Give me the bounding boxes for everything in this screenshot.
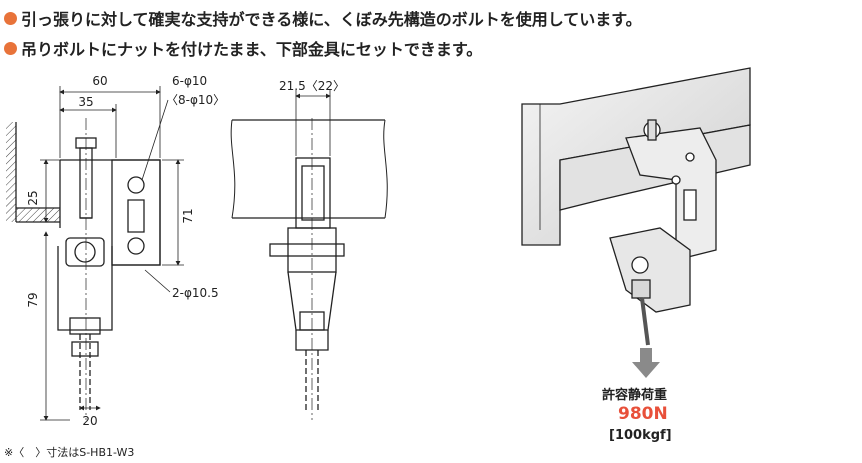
feature-text-1: 引っ張りに対して確実な支持ができる様に、くぼみ先構造のボルトを使用しています。 (21, 10, 642, 29)
bullet-dot-icon (4, 41, 17, 55)
dim-20: 20 (82, 414, 97, 428)
dim-holes-top: 6-φ10 (172, 74, 207, 88)
dimension-note: ※〈 〉寸法はS-HB1-W3 (4, 446, 135, 459)
allowable-load-label: 許容静荷重 (602, 388, 668, 403)
feature-line-2: 吊りボルトにナットを付けたまま、下部金具にセットできます。 (4, 36, 482, 60)
isometric-view (521, 67, 751, 346)
front-dimensions (40, 86, 184, 421)
dim-25: 25 (26, 190, 40, 205)
allowable-load-kgf: [100kgf] (609, 428, 672, 443)
dim-79: 79 (26, 292, 40, 307)
dim-holes-top-alt: 〈8-φ10〉 (166, 93, 225, 107)
dim-21-5: 21.5〈22〉 (279, 79, 345, 93)
front-view (6, 118, 161, 420)
dim-71: 71 (181, 208, 195, 223)
load-arrow-icon (632, 348, 660, 378)
dim-holes-side: 2-φ10.5 (172, 286, 219, 300)
feature-line-1: 引っ張りに対して確実な支持ができる様に、くぼみ先構造のボルトを使用しています。 (4, 6, 642, 30)
allowable-load-value: 980N (618, 404, 668, 424)
side-view (230, 118, 388, 420)
dim-35: 35 (78, 95, 93, 109)
bullet-dot-icon (4, 11, 17, 25)
feature-text-2: 吊りボルトにナットを付けたまま、下部金具にセットできます。 (21, 40, 483, 59)
dim-60: 60 (92, 74, 107, 88)
